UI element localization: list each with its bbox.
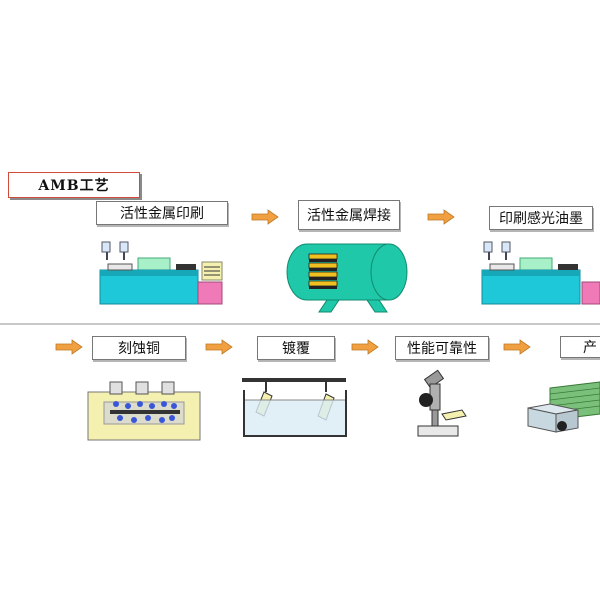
vacuum-furnace-icon — [286, 243, 408, 313]
arrow-icon — [251, 209, 279, 225]
printer-machine-icon — [99, 241, 223, 305]
arrow-icon — [55, 339, 83, 355]
step-label-4: 刻蚀铜 — [92, 336, 186, 360]
arrow-icon — [351, 339, 379, 355]
product-stack-icon — [527, 381, 600, 433]
arrow-icon — [205, 339, 233, 355]
diagram-title: AMB工艺 — [8, 172, 140, 198]
step-label-2: 活性金属焊接 — [298, 200, 400, 230]
arrow-icon — [427, 209, 455, 225]
row-divider — [0, 323, 600, 325]
step-label-3: 印刷感光油墨 — [489, 206, 593, 230]
step-label-7: 产 — [560, 336, 600, 358]
step-label-5: 镀覆 — [257, 336, 335, 360]
step-label-1: 活性金属印刷 — [96, 201, 228, 225]
step-label-6: 性能可靠性 — [395, 336, 489, 360]
plating-tank-icon — [242, 378, 347, 437]
printer-machine-icon — [481, 241, 600, 305]
microscope-icon — [417, 369, 467, 437]
etching-tank-icon — [87, 381, 201, 441]
arrow-icon — [503, 339, 531, 355]
